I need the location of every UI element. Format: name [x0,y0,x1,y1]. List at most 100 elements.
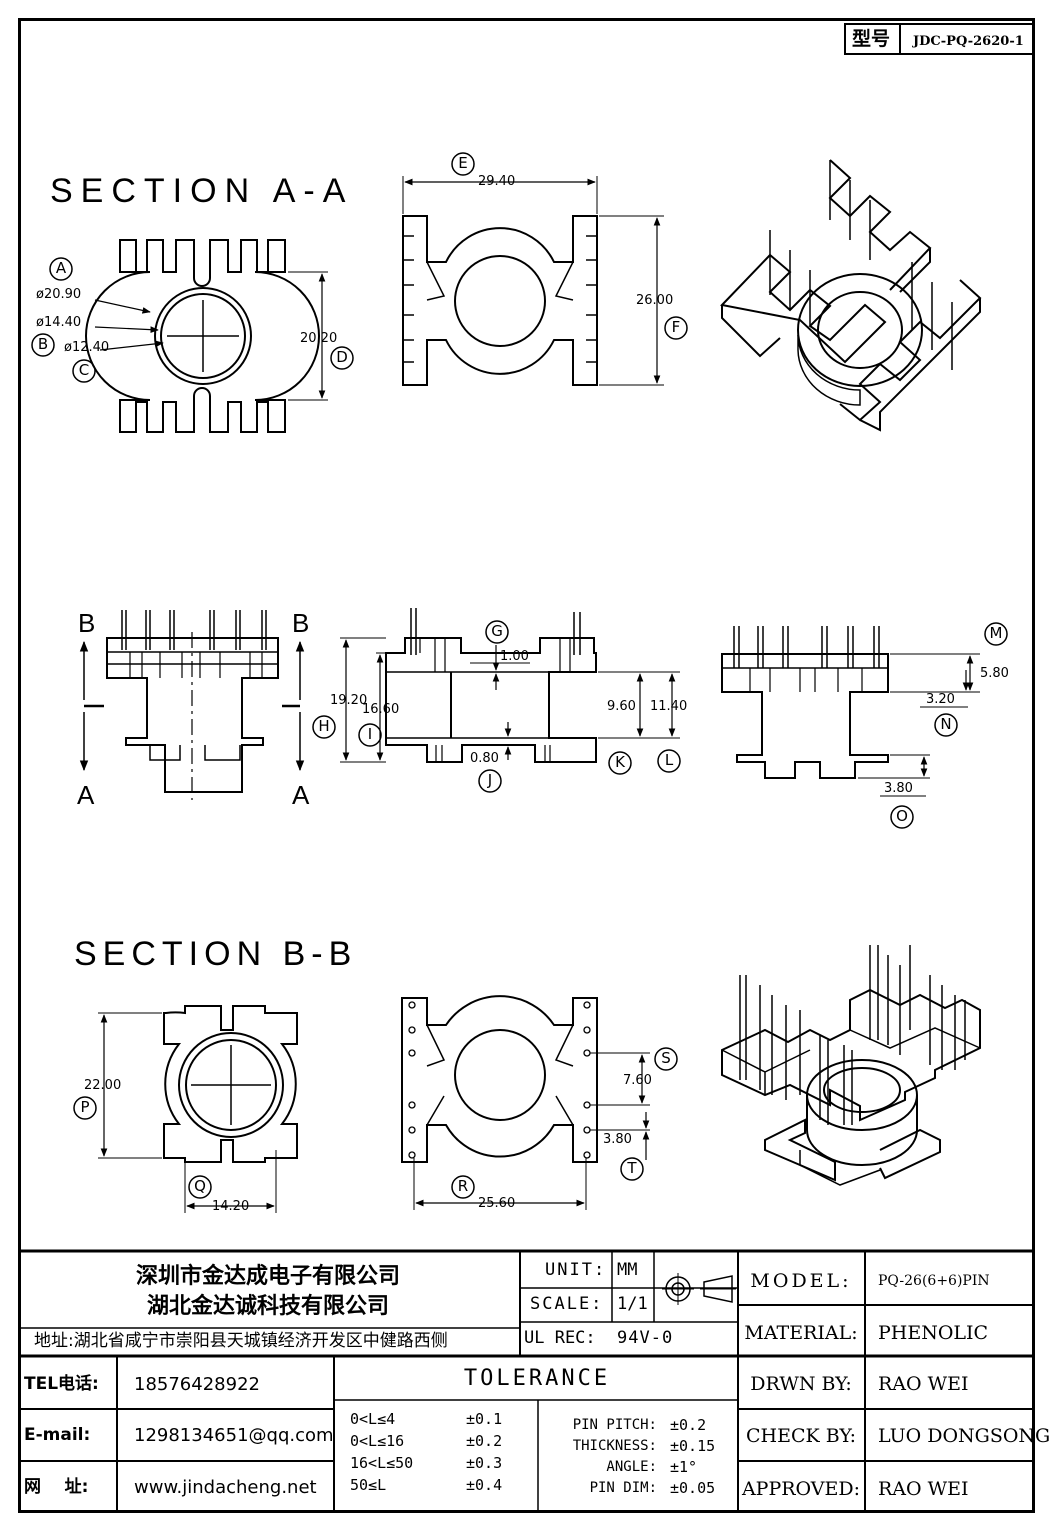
spec-value-3: ±1° [670,1458,698,1476]
dim-letter-m: M [989,624,1003,642]
approved-label: APPROVED: [741,1478,861,1500]
dim-value-q: 14.20 [212,1199,250,1214]
dim-value-j: 0.80 [470,751,499,766]
dim-letter-e: E [458,154,468,172]
tolerance-range-2: 0<L≤16 [350,1432,405,1450]
dim-letter-p: P [80,1098,90,1116]
section-bb-view [73,1005,298,1213]
dim-letter-a: A [55,259,67,277]
section-mark-a-left: A [77,780,95,810]
dim-letter-t: T [627,1159,637,1177]
dim-letter-n: N [940,715,952,733]
web-label: 网 址: [24,1477,89,1497]
email-value: 1298134651@qq.com [134,1425,334,1446]
dim-value-b: ø14.40 [36,315,82,330]
check-by-value: LUO DONGSONG [878,1425,1051,1447]
dim-value-l: 11.40 [650,699,688,714]
drawn-by-label: DRWN BY: [750,1373,852,1395]
dim-letter-b: B [37,335,49,353]
isometric-view-top [720,159,982,432]
ulrec-label: UL REC: [524,1328,596,1348]
scale-label: SCALE: [530,1294,604,1314]
company-address: 地址:湖北省咸宁市崇阳县天城镇经济开发区中健路西侧 [34,1331,448,1351]
dim-value-s: 7.60 [623,1073,652,1088]
side-view-mno [721,622,1008,829]
title-block-grid [18,1249,1035,1513]
dim-value-c: ø12.40 [64,340,110,355]
tolerance-value-1: ±0.1 [466,1410,503,1428]
spec-label-3: ANGLE: [606,1459,657,1475]
tolerance-value-2: ±0.2 [466,1432,503,1450]
web-value: www.jindacheng.net [134,1477,317,1498]
tolerance-title: TOLERANCE [463,1366,611,1391]
dim-letter-i: I [367,725,373,743]
tolerance-range-4: 50≤L [350,1476,387,1494]
section-bb-title: SECTION B-B [74,935,358,973]
drawing-frame [18,18,1035,1513]
dim-letter-k: K [615,753,625,771]
dim-value-h: 19.20 [330,693,368,708]
spec-label-4: PIN DIM: [589,1480,657,1496]
dim-letter-r: R [457,1177,469,1195]
dim-value-n: 3.20 [926,692,955,707]
dim-letter-g: G [491,622,503,640]
section-mark-b-right: B [292,608,310,638]
tolerance-range-1: 0<L≤4 [350,1410,396,1428]
dim-value-r: 25.60 [478,1196,516,1211]
dim-letter-f: F [671,318,681,336]
check-by-label: CHECK BY: [746,1425,856,1447]
section-mark-b-left: B [78,608,96,638]
tel-label: TEL电话: [24,1374,99,1394]
dim-letter-o: O [896,807,908,825]
dim-value-t: 3.80 [603,1132,632,1147]
approved-value: RAO WEI [878,1478,969,1500]
spec-value-4: ±0.05 [670,1479,716,1497]
dim-letter-c: C [78,361,90,379]
tel-value: 18576428922 [134,1374,260,1395]
ulrec-value: 94V-0 [617,1328,674,1348]
tolerance-value-3: ±0.3 [466,1454,503,1472]
model-box-value: JDC-PQ-2620-1 [913,34,1024,49]
unit-label: UNIT: [545,1260,607,1280]
company-name-2: 湖北金达诚科技有限公司 [146,1294,390,1319]
dim-value-a: ø20.90 [36,287,82,302]
model-box-frame [844,23,1034,55]
dim-letter-d: D [336,348,348,366]
dim-letter-q: Q [194,1177,206,1195]
section-aa-view [31,239,354,433]
dim-value-p: 22.00 [84,1078,122,1093]
dim-letter-l: L [664,751,674,769]
spec-value-1: ±0.2 [670,1416,707,1434]
material-label: MATERIAL: [744,1322,858,1344]
dim-value-i: 16.60 [362,702,400,717]
section-aa-title: SECTION A-A [50,172,354,210]
isometric-view-bottom [721,945,981,1186]
dim-value-f: 26.00 [636,293,674,308]
scale-value: 1/1 [617,1294,648,1314]
dim-letter-h: H [318,717,330,735]
top-view-ef [402,152,688,386]
top-view-rst [401,995,678,1210]
projection-symbol [662,1273,736,1305]
dim-value-d: 20.20 [300,331,338,346]
dim-value-g: 1.00 [500,649,529,664]
dim-value-m: 5.80 [980,666,1009,681]
front-view-gl [312,608,681,793]
dim-value-k: 9.60 [607,699,636,714]
company-name-1: 深圳市金达成电子有限公司 [135,1264,401,1289]
section-mark-a-right: A [292,780,310,810]
dim-value-e: 29.40 [478,174,516,189]
spec-label-1: PIN PITCH: [572,1417,657,1433]
spec-value-2: ±0.15 [670,1437,716,1455]
model-label: MODEL: [750,1270,852,1292]
side-view-ab [79,610,305,800]
tolerance-range-3: 16<L≤50 [350,1454,414,1472]
email-label: E-mail: [24,1425,91,1445]
dim-letter-s: S [661,1049,671,1067]
unit-value: MM [617,1260,638,1280]
material-value: PHENOLIC [878,1322,989,1344]
drawn-by-value: RAO WEI [878,1373,969,1395]
model-box-label: 型号 [852,28,891,50]
spec-label-2: THICKNESS: [572,1438,657,1454]
